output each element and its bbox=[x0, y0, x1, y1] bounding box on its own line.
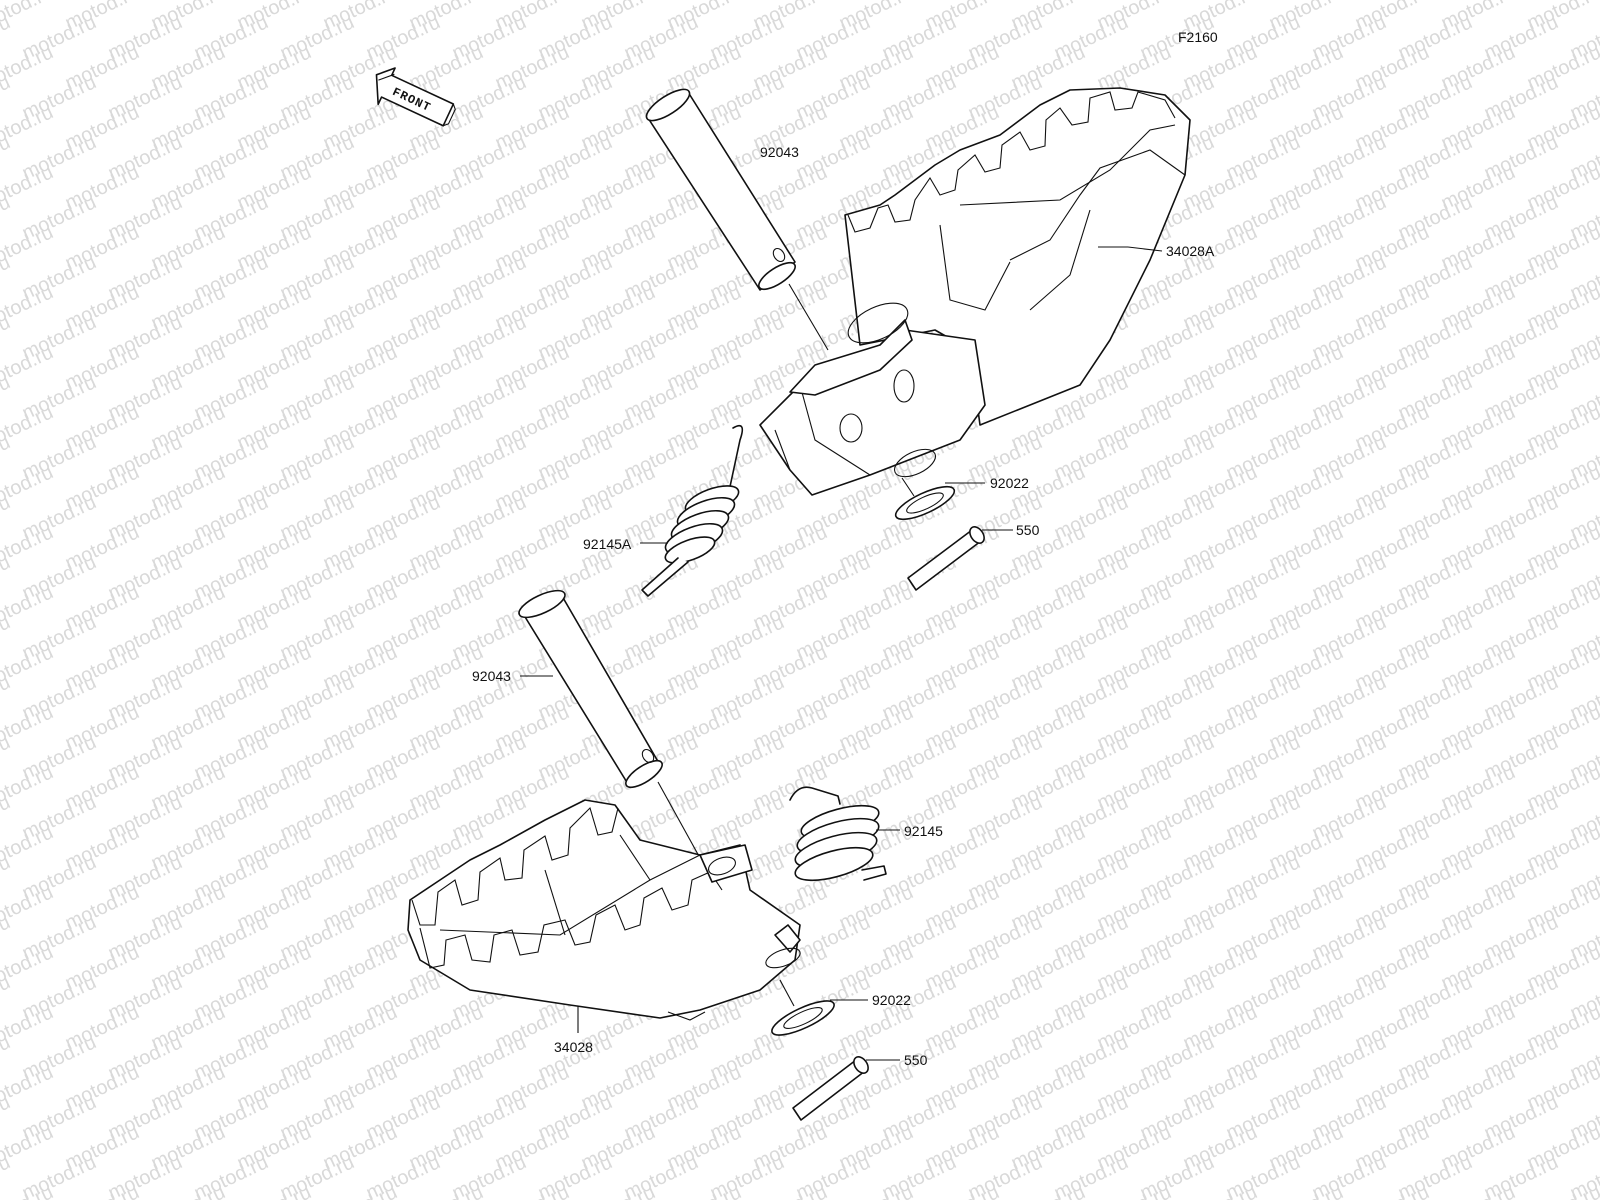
watermark-text: motod.ru bbox=[1094, 1181, 1175, 1200]
watermark-text: motod.ru bbox=[1524, 1181, 1600, 1200]
watermark-text: motod.ru bbox=[62, 1181, 143, 1200]
watermark-text: motod.ru bbox=[750, 1181, 831, 1200]
callout-cotter-upper: 550 bbox=[1016, 522, 1040, 538]
watermark-text: motod.ru bbox=[1438, 1181, 1519, 1200]
watermark-text: motod.ru bbox=[836, 1181, 917, 1200]
watermark-text: motod.ru bbox=[148, 1181, 229, 1200]
watermark-text: motod.ru bbox=[578, 1181, 659, 1200]
watermark-text: motod.ru bbox=[1008, 1181, 1089, 1200]
watermark-text: motod.ru bbox=[406, 1181, 487, 1200]
watermark-text: motod.ru bbox=[664, 1181, 745, 1200]
watermark-text: motod.ru bbox=[1352, 1181, 1433, 1200]
callout-spring-lower: 92145 bbox=[904, 823, 943, 839]
callout-footpeg-lower: 34028 bbox=[554, 1039, 593, 1055]
watermark-text: motod.ru bbox=[922, 1181, 1003, 1200]
watermark-text: motod.ru bbox=[234, 1181, 315, 1200]
callout-spring-upper: 92145A bbox=[583, 536, 632, 552]
callout-washer-upper: 92022 bbox=[990, 475, 1029, 491]
callout-cotter-lower: 550 bbox=[904, 1052, 928, 1068]
callout-pin-lower: 92043 bbox=[472, 668, 511, 684]
diagram-code: F2160 bbox=[1178, 29, 1218, 45]
watermark-text: motod.ru bbox=[1266, 1181, 1347, 1200]
watermark-text: motod.ru bbox=[320, 1181, 401, 1200]
watermark-text: motod.ru bbox=[492, 1181, 573, 1200]
callout-footpeg-upper: 34028A bbox=[1166, 243, 1215, 259]
callout-washer-lower: 92022 bbox=[872, 992, 911, 1008]
watermark-text: motod.ru bbox=[1180, 1181, 1261, 1200]
callout-pin-upper: 92043 bbox=[760, 144, 799, 160]
